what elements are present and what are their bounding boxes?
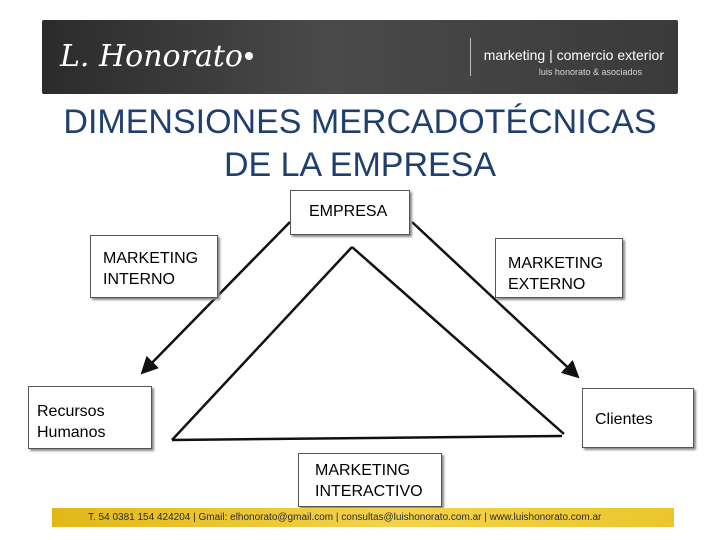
arrow-empresa-to-clientes <box>411 221 580 379</box>
marketing-interno-line-2: INTERNO <box>103 271 175 288</box>
banner-divider <box>470 38 471 76</box>
contact-footer: T. 54 0381 154 424204 | Gmail: elhonorat… <box>52 508 674 527</box>
marketing-interno-line-1: MARKETING <box>103 250 199 267</box>
recursos-humanos-box: Recursos Humanos <box>28 386 152 449</box>
clientes-label: Clientes <box>595 411 653 428</box>
brand-logo: L. Honorato <box>60 26 253 87</box>
line-interactivo <box>171 434 563 442</box>
empresa-label: EMPRESA <box>309 203 388 220</box>
clientes-box: Clientes <box>582 388 694 448</box>
marketing-interactivo-line-1: MARKETING <box>315 462 411 479</box>
marketing-interactivo-box: MARKETING INTERACTIVO <box>298 453 442 507</box>
marketing-interactivo-line-2: INTERACTIVO <box>315 483 423 500</box>
recursos-humanos-line-1: Recursos <box>37 403 105 420</box>
logo-dot-icon <box>244 52 253 60</box>
marketing-interno-box: MARKETING INTERNO <box>90 235 218 298</box>
marketing-externo-box: MARKETING EXTERNO <box>495 238 623 298</box>
logo-text: L. Honorato <box>60 39 243 74</box>
header-banner: L. Honorato marketing | comercio exterio… <box>42 20 678 94</box>
line-externo <box>351 246 565 435</box>
page-title-line-1: DIMENSIONES MERCADOTÉCNICAS <box>63 103 657 141</box>
recursos-humanos-line-2: Humanos <box>37 424 106 441</box>
empresa-box: EMPRESA <box>290 190 410 235</box>
header-subtagline: luis honorato & asociados <box>538 67 642 77</box>
marketing-externo-line-1: MARKETING <box>508 255 604 272</box>
header-tagline: marketing | comercio exterior <box>483 47 664 63</box>
marketing-externo-line-2: EXTERNO <box>508 276 586 293</box>
page-title-line-2: DE LA EMPRESA <box>223 146 497 184</box>
line-interno <box>171 246 353 441</box>
